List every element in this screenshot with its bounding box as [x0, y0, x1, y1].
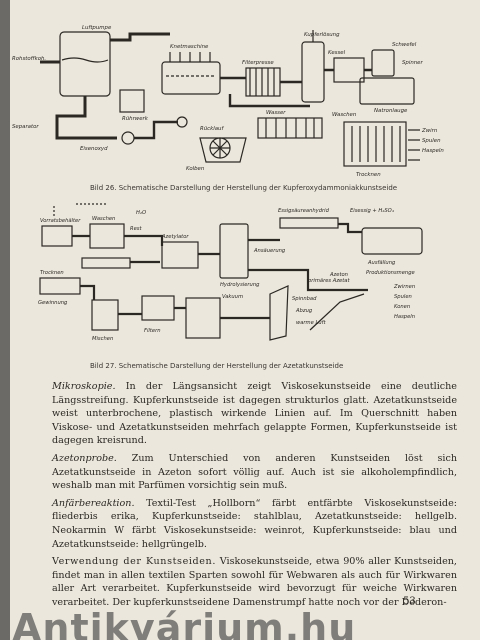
page-number: 53 — [403, 596, 416, 607]
label-haspeln: Haspeln — [422, 148, 444, 154]
figure-27-diagram: Vorratsbehälter Waschen H₂O Essigsäurean… — [38, 203, 423, 342]
label-primaeres: primäres Azetat — [307, 278, 350, 284]
watermark: Antikvárium.hu — [12, 606, 357, 640]
trocknen-gestell — [343, 121, 407, 167]
vakuum-kessel — [185, 297, 221, 339]
paragraph-verwendung: Verwendung der Kunstseiden. Viskosekunst… — [52, 556, 457, 608]
label-haspeln: Haspeln — [394, 314, 415, 320]
label-gewinnung: Gewinnung — [38, 300, 68, 306]
label-hydrolyse: Hydrolysierung — [220, 282, 260, 288]
label-separator: Separator — [12, 124, 39, 130]
paragraph-mikroskopie: Mikroskopie. In der Längsansicht zeigt V… — [52, 381, 457, 447]
paragraph-anfaerbereaktion: Anfärbereaktion. Textil-Test „Hollborn“ … — [52, 497, 457, 550]
scan-edge — [0, 0, 12, 640]
label-warme-luft: warme Luft — [296, 320, 326, 326]
label-trocknen: Trocknen — [356, 172, 381, 178]
label-essigsaeure: Essigsäureanhydrid — [278, 208, 330, 214]
label-zwirn: Zwirn — [421, 128, 438, 134]
label-kessel: Kessel — [328, 50, 346, 56]
label-zwirnen: Zwirnen — [393, 284, 415, 290]
label-vakuum: Vakuum — [222, 294, 243, 300]
ansaeuerung-turm — [219, 223, 249, 279]
label-kolben: Kolben — [186, 166, 205, 172]
label-luftpumpe: Luftpumpe — [82, 25, 112, 31]
label-ruecklauf: Rücklauf — [200, 126, 224, 132]
label-ansaeuern: Ansäuerung — [253, 248, 286, 254]
figure-26-diagram: Luftpumpe Rohstoffkoh. Separator Eisenox… — [12, 25, 444, 178]
figure-27-caption: Bild 27. Schematische Darstellung der He… — [90, 362, 344, 370]
label-abzug: Abzug — [295, 308, 313, 314]
label-kupferloesung: Kupferlösung — [304, 32, 340, 38]
book-page: Luftpumpe Rohstoffkoh. Separator Eisenox… — [10, 0, 480, 640]
label-azeton: Azeton — [329, 272, 348, 278]
body-text: Mikroskopie. In der Längsansicht zeigt V… — [52, 380, 457, 614]
label-mischen: Mischen — [92, 336, 113, 342]
label-ausfaellung: Ausfällung — [367, 260, 396, 266]
label-vorrat: Vorratsbehälter — [40, 218, 81, 224]
waschen-reihe — [257, 117, 323, 139]
label-eisessig: Eisessig + H₂SO₄ — [350, 208, 395, 214]
label-konen: Konen — [394, 304, 410, 310]
label-rohstoffkoh: Rohstoffkoh. — [12, 56, 46, 62]
label-schwefel: Schwefel — [392, 42, 417, 48]
label-waschen: Waschen — [92, 216, 115, 222]
waschbehaelter — [89, 223, 125, 249]
label-spulen: Spulen — [394, 294, 412, 300]
label-h2o: H₂O — [136, 210, 146, 216]
label-ruehrwerk: Rührwerk — [122, 116, 149, 122]
filter — [141, 295, 175, 321]
figure-26-caption: Bild 26. Schematische Darstellung der He… — [90, 184, 398, 192]
label-wasser: Wasser — [266, 110, 286, 116]
label-spinner: Spinner — [402, 60, 423, 66]
vorlage — [333, 57, 365, 83]
label-rest: Rest — [130, 226, 142, 232]
azetylator — [161, 241, 199, 269]
label-spulen: Spulen — [422, 138, 441, 144]
ausfaellung-wanne — [361, 227, 423, 255]
label-knetmaschine: Knetmaschine — [170, 44, 209, 50]
label-waschen: Waschen — [332, 112, 357, 118]
label-filtern: Filtern — [144, 328, 161, 334]
label-spinnbad: Spinnbad — [292, 296, 317, 302]
tank-rohstoff — [59, 31, 111, 97]
kessel — [301, 41, 325, 103]
ruehrwerk — [119, 89, 145, 113]
essigsaeure-tank — [279, 217, 339, 229]
figure-27: Vorratsbehälter Waschen H₂O Essigsäurean… — [10, 200, 480, 356]
spinnbehaelter — [359, 77, 415, 105]
label-produktion: Produktionsmenge — [366, 270, 415, 276]
vorratsbehaelter — [41, 225, 73, 247]
spinnschacht — [269, 285, 289, 341]
label-filterpresse: Filterpresse — [242, 60, 274, 66]
filterpresse — [245, 67, 281, 97]
mischer — [91, 299, 119, 331]
figure-26: Luftpumpe Rohstoffkoh. Separator Eisenox… — [10, 20, 480, 180]
label-eisenoxyd: Eisenoxyd — [80, 146, 108, 152]
paragraph-azetonprobe: Azetonprobe. Zum Unterschied von anderen… — [52, 452, 457, 492]
knetmaschine — [161, 61, 221, 95]
label-natronlauge: Natronlauge — [374, 108, 408, 114]
label-trocknen: Trocknen — [40, 270, 64, 276]
label-azetylator: Azetylator — [161, 234, 189, 240]
trocknen-kammer — [39, 277, 81, 295]
